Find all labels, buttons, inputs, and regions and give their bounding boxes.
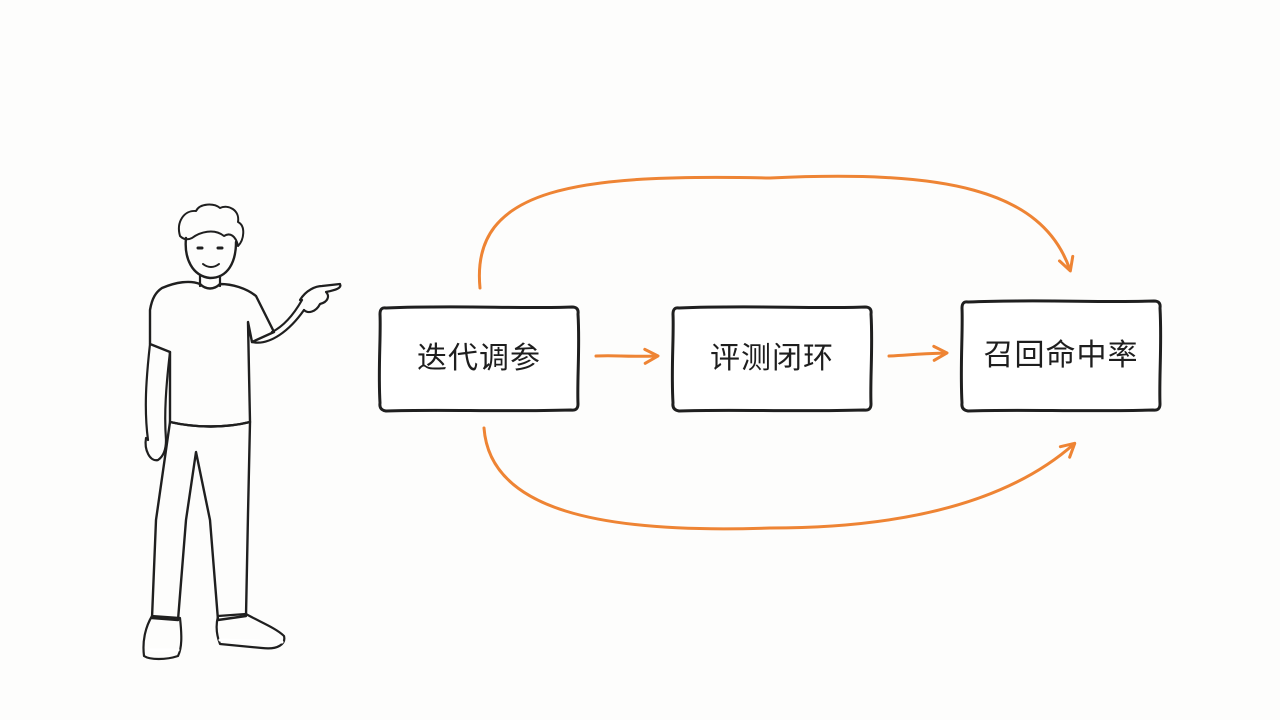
face xyxy=(184,236,238,280)
shoe-left xyxy=(142,614,183,661)
node-tuning: 迭代调参 xyxy=(377,305,581,413)
node-eval: 评测闭环 xyxy=(670,305,874,413)
shirt xyxy=(148,280,276,428)
node-box xyxy=(377,305,581,413)
node-label: 召回命中率 xyxy=(984,338,1139,373)
person-pointing-icon xyxy=(142,203,342,661)
diagram-edges xyxy=(477,174,1077,531)
diagram-nodes: 迭代调参 评测闭环 召回命中率 xyxy=(377,299,1163,413)
edge-tuning-to-recall-curve-top xyxy=(477,174,1075,290)
shoe-right xyxy=(215,612,286,650)
node-box xyxy=(670,305,874,413)
hair xyxy=(178,203,245,247)
node-recall: 召回命中率 xyxy=(959,299,1163,413)
node-box xyxy=(959,299,1163,413)
edge-tuning-to-eval-straight xyxy=(594,347,660,365)
pants xyxy=(150,420,252,622)
edge-tuning-to-recall-curve-bottom xyxy=(482,426,1077,531)
edge-eval-to-recall-straight xyxy=(887,344,949,362)
node-label: 迭代调参 xyxy=(417,341,541,376)
node-label: 评测闭环 xyxy=(710,341,834,376)
